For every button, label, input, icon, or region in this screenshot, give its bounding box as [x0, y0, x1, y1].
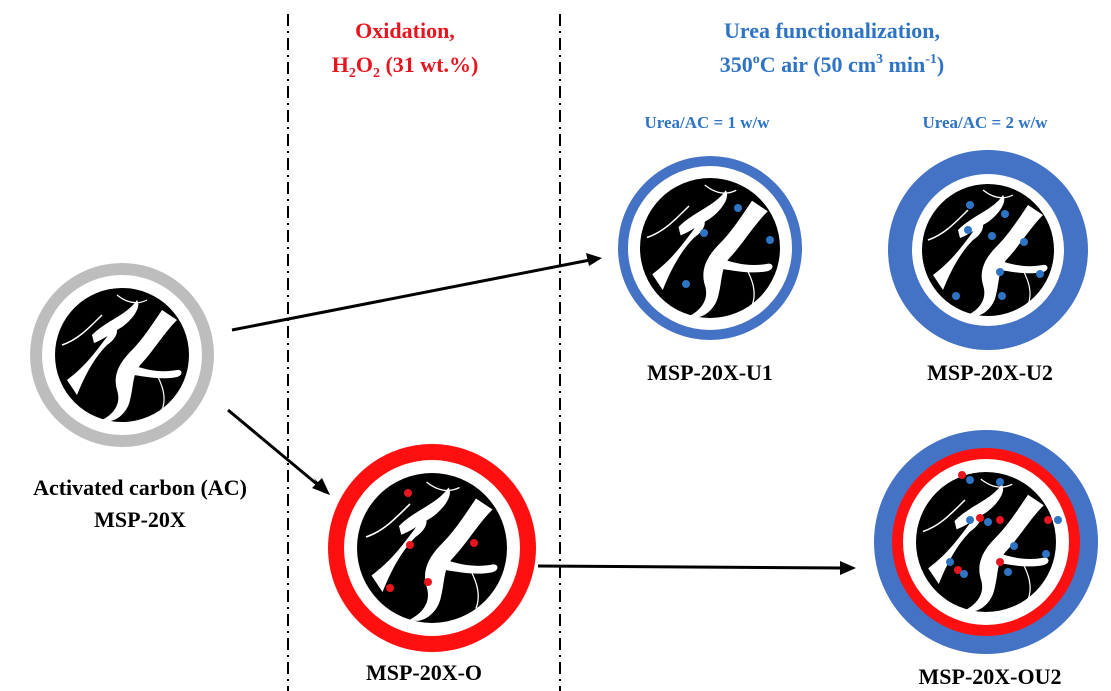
ac-particle	[30, 263, 214, 447]
u1-particle	[618, 156, 802, 340]
u1-label: MSP-20X-U1	[647, 360, 773, 385]
arrow-o-to-ou2	[537, 561, 856, 575]
ratio-label-u2: Urea/AC = 2 w/w	[922, 113, 1048, 132]
oxidation-header-line2: H2O2 (31 wt.%)	[332, 52, 479, 81]
u2-label: MSP-20X-U2	[927, 360, 1053, 385]
urea-header-line2: 350oC air (50 cm3 min-1)	[720, 52, 944, 77]
urea-header-line1: Urea functionalization,	[724, 18, 940, 43]
oxidation-header-line1: Oxidation,	[355, 18, 455, 43]
ou2-particle	[874, 430, 1098, 654]
arrow-ac-to-u1	[231, 253, 602, 332]
o-label: MSP-20X-O	[366, 660, 482, 685]
ratio-label-u1: Urea/AC = 1 w/w	[644, 113, 770, 132]
ac-label-line2: MSP-20X	[94, 507, 186, 532]
ac-label-line1: Activated carbon (AC)	[33, 475, 247, 500]
ou2-label: MSP-20X-OU2	[919, 664, 1062, 689]
oxidized-particle	[328, 444, 536, 652]
u2-particle	[888, 150, 1088, 350]
arrow-ac-to-o	[227, 408, 330, 495]
